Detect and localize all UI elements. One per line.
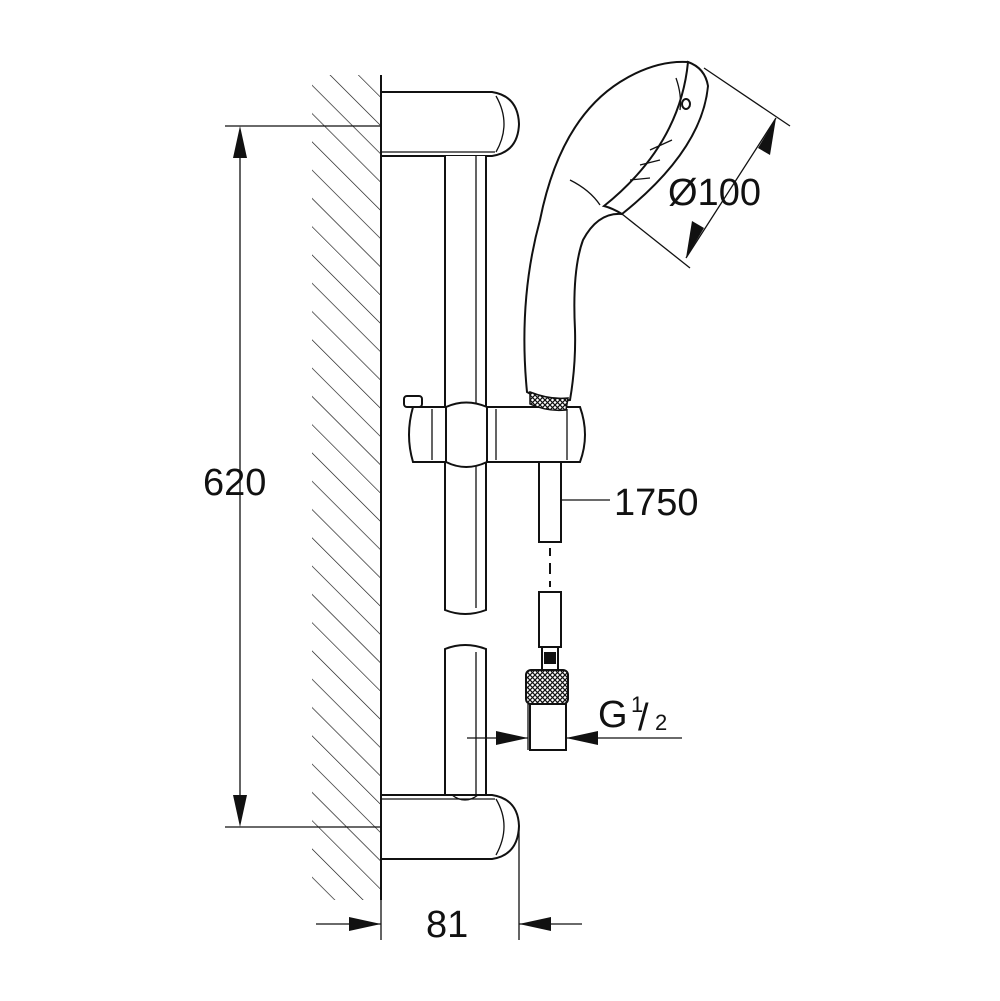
depth-dimension: 81 [316, 826, 582, 946]
hose-length-callout: 1750 [561, 482, 699, 524]
shower-hose [525, 461, 569, 751]
hose-length-label: 1750 [614, 482, 699, 524]
height-label: 620 [203, 462, 266, 504]
thread-numerator: 1 [631, 692, 643, 717]
hose-nut [525, 669, 569, 705]
thread-fraction-slash: / [638, 697, 649, 739]
wall [312, 75, 382, 900]
rail [444, 156, 487, 801]
hand-shower [523, 60, 710, 412]
wall-hatching [312, 75, 380, 900]
slider-holder [403, 395, 586, 468]
height-dimension: 620 [203, 125, 381, 828]
bottom-bracket [380, 794, 521, 860]
head-diameter-dimension: Ø100 [621, 67, 791, 269]
top-bracket [380, 91, 521, 157]
thread-letter: G [598, 694, 628, 736]
slider-release-button [403, 395, 423, 408]
depth-label: 81 [426, 904, 468, 946]
thread-dimension: G 1 / 2 [467, 692, 682, 750]
spray-face-marker [681, 98, 691, 110]
shower-neck-grip [529, 390, 569, 412]
head-diameter-label: Ø100 [668, 172, 761, 214]
thread-denominator: 2 [655, 710, 667, 735]
